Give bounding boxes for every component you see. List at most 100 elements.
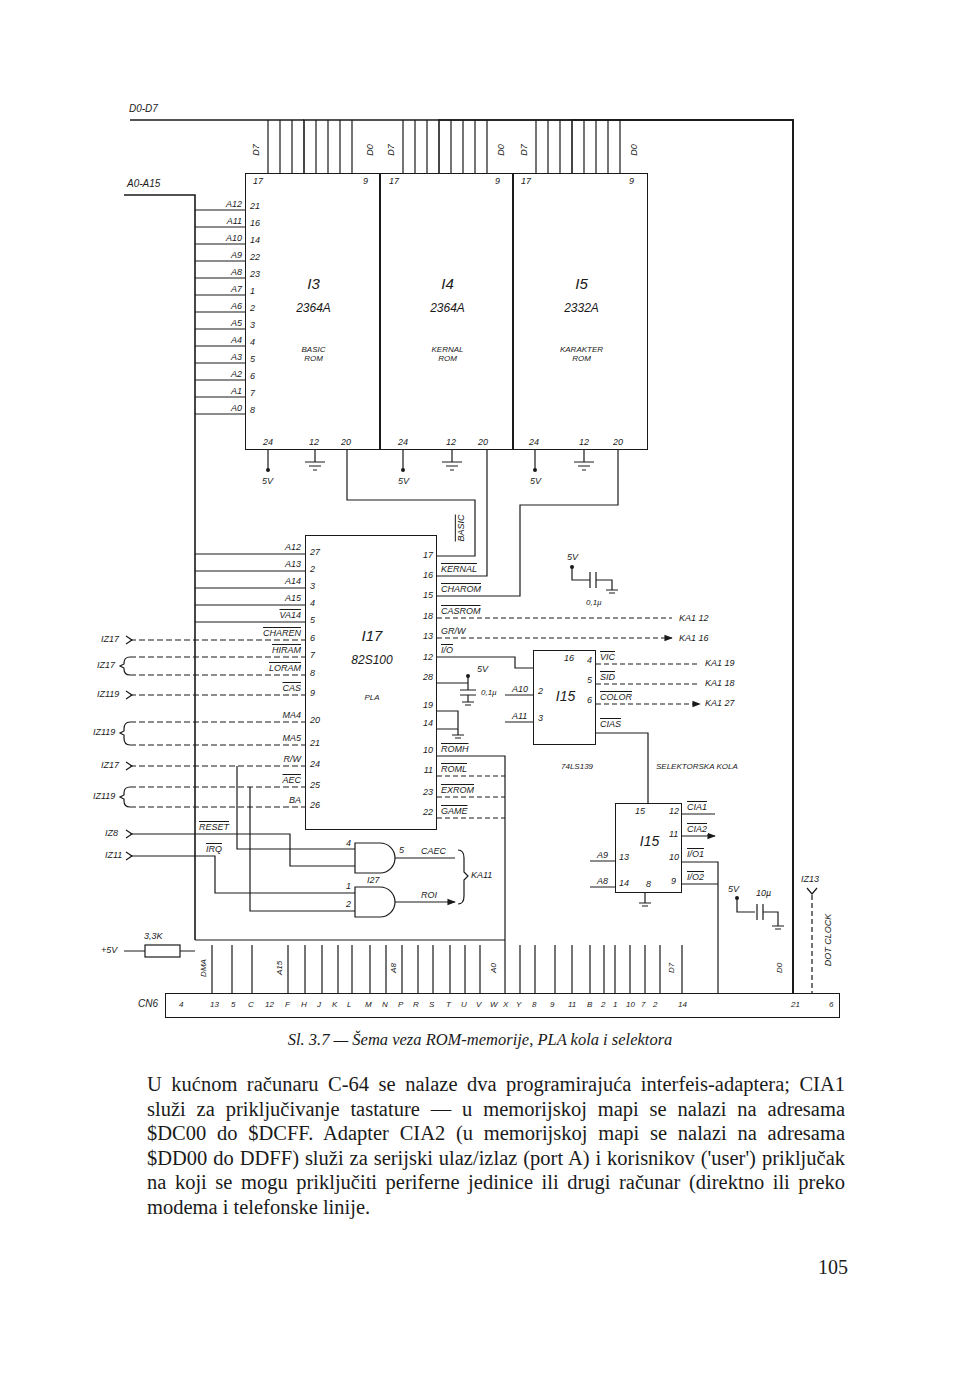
signal-label: SID [599, 672, 616, 682]
signal-label: N [381, 1000, 389, 1009]
signal-label: 24 [397, 437, 409, 447]
signal-label: 1 [249, 286, 256, 296]
signal-label: 7 [309, 650, 316, 660]
signal-label: 1 [612, 1000, 618, 1009]
signal-label: 24 [309, 759, 321, 769]
signal-label: R/W [283, 754, 303, 764]
signal-label: K [331, 1000, 338, 1009]
signal-label: I/O2 [686, 872, 705, 882]
signal-label: A7 [230, 284, 243, 294]
signal-wire [682, 862, 718, 993]
signal-label: A12 [225, 199, 243, 209]
signal-label: 14 [249, 235, 261, 245]
signal-label: D7 [251, 143, 261, 157]
signal-label: KA1 12 [678, 613, 710, 623]
signal-label: ROML [440, 764, 468, 774]
signal-label: 18 [422, 611, 434, 621]
signal-label: A6 [230, 301, 243, 311]
chip-type: 2332A [542, 302, 622, 315]
signal-label: A5 [230, 318, 243, 328]
signal-label: I/O [440, 645, 454, 655]
signal-label: A3 [230, 352, 243, 362]
signal-label: ROI [420, 890, 438, 900]
signal-label: KA1 27 [704, 698, 736, 708]
signal-label: H [300, 1000, 308, 1009]
signal-label: 5V [727, 884, 740, 894]
signal-label: D0 [496, 143, 506, 157]
signal-label: 14 [422, 718, 434, 728]
chip-type: KERNAL ROM [428, 346, 468, 364]
signal-label: IZ119 [92, 791, 116, 801]
signal-label: 24 [528, 437, 540, 447]
signal-label: MA4 [281, 710, 302, 720]
signal-label: 5 [309, 615, 316, 625]
signal-label: X [502, 1000, 509, 1009]
signal-wire [347, 450, 475, 556]
chip-type: PLA [352, 694, 392, 703]
signal-label: 13 [618, 852, 630, 862]
signal-label: 7 [249, 388, 256, 398]
signal-label: A14 [284, 576, 302, 586]
signal-label: HIRAM [271, 645, 302, 655]
rom-chip: I42364AKERNAL ROM [380, 173, 513, 450]
signal-label: 24 [262, 437, 274, 447]
signal-label: A0-A15 [126, 178, 161, 190]
signal-label: 26 [309, 800, 321, 810]
signal-label: KA1 16 [678, 633, 710, 643]
signal-label: IZ11 [104, 850, 123, 860]
signal-label: 5 [249, 354, 256, 364]
signal-label: D7 [386, 143, 396, 157]
signal-label: 12 [308, 437, 320, 447]
signal-label: 15 [422, 590, 434, 600]
signal-label: 6 [828, 1000, 834, 1009]
signal-label: 8 [645, 879, 652, 889]
signal-label: A11 [226, 216, 243, 226]
signal-label: EXROM [440, 785, 475, 795]
signal-label: 23 [249, 269, 261, 279]
signal-label: 11 [668, 829, 679, 839]
signal-label: 74LS139 [560, 762, 594, 771]
signal-label: 27 [309, 547, 321, 557]
signal-label: 9 [628, 176, 635, 186]
signal-label: 20 [340, 437, 352, 447]
signal-label: 13 [209, 1000, 220, 1009]
signal-label: 2 [309, 564, 316, 574]
signal-label: 7 [640, 1000, 646, 1009]
signal-label: 5 [230, 1000, 236, 1009]
signal-label: A10 [511, 684, 529, 694]
signal-label: 21 [249, 201, 261, 211]
signal-label: 17 [252, 176, 264, 186]
signal-label: COLOR [599, 692, 633, 702]
signal-label: 5V [261, 476, 274, 486]
signal-label: 5V [476, 664, 489, 674]
signal-label: A4 [230, 335, 243, 345]
signal-label: IZ119 [96, 689, 120, 699]
signal-label: 0,1µ [480, 688, 498, 697]
signal-label: 10 [625, 1000, 636, 1009]
signal-label: C [247, 1000, 255, 1009]
chip-designator: I15 [630, 834, 670, 849]
signal-label: CASROM [440, 606, 482, 616]
signal-label: A15 [275, 960, 284, 976]
body-text: U kućnom računaru C-64 se nalaze dva pro… [147, 1072, 845, 1219]
signal-label: 2 [600, 1000, 606, 1009]
signal-label: V [475, 1000, 482, 1009]
signal-label: VIC [599, 652, 616, 662]
signal-label: 23 [422, 787, 434, 797]
signal-label: KERNAL [440, 564, 478, 574]
signal-label: A15 [284, 593, 302, 603]
signal-label: 6 [309, 633, 316, 643]
signal-label: DOT CLOCK [823, 913, 833, 968]
signal-label: 12 [668, 806, 680, 816]
signal-label: J [316, 1000, 322, 1009]
signal-label: 21 [790, 1000, 801, 1009]
signal-label: 14 [618, 878, 630, 888]
chip-type: 2364A [274, 302, 354, 315]
signal-label: P [397, 1000, 404, 1009]
signal-label: 3 [537, 713, 544, 723]
signal-label: CIA2 [686, 824, 708, 834]
signal-label: AEC [281, 775, 302, 785]
signal-label: R [412, 1000, 420, 1009]
